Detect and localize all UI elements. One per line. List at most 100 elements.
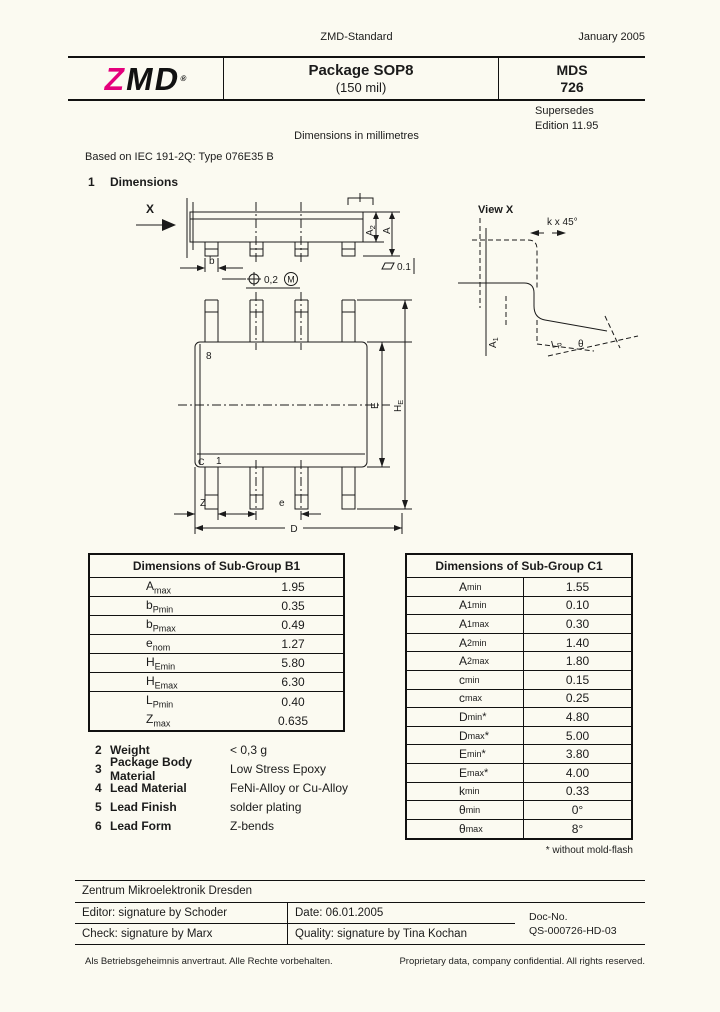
param-value: 1.40 (565, 635, 590, 650)
dim-b-label: b (209, 256, 215, 267)
view-x-title: View X (478, 204, 514, 216)
quality-field: Quality: signature by Tina Kochan (295, 928, 467, 940)
param-value: 0.49 (281, 618, 305, 632)
section-title: Dimensions (110, 175, 179, 189)
edition-line: Edition 11.95 (535, 120, 599, 132)
issue-date: January 2005 (578, 31, 645, 43)
param-value: 0.30 (565, 616, 590, 631)
approval-footer: Zentrum Mikroelektronik Dresden Editor: … (75, 880, 645, 945)
date-field: Date: 06.01.2005 (288, 903, 515, 924)
dim-a2-label: A2 (365, 225, 377, 236)
doc-number: 726 (560, 78, 584, 95)
standard-label: ZMD-Standard (320, 31, 393, 43)
doc-no-block: Doc-No. QS-000726-HD-03 (515, 903, 645, 944)
lead-bend-profile (458, 282, 608, 332)
bottom-lead-4 (341, 467, 356, 510)
top-lead-4 (341, 299, 356, 342)
dim-d-label: D (290, 524, 297, 535)
zmd-logo: ZMD® (102, 60, 189, 97)
param-value: 0.40 (281, 694, 305, 709)
pin1-marker: 1 (216, 456, 222, 467)
view-direction-label: X (146, 202, 154, 216)
company-name: Zentrum Mikroelektronik Dresden (75, 881, 645, 903)
header-table: ZMD® Package SOP8 (150 mil) MDS 726 (68, 56, 645, 101)
table-c1-title: Dimensions of Sub-Group C1 (407, 555, 631, 578)
param-value: 0.25 (565, 691, 590, 706)
top-view-drawing: 8 C 1 E HE (174, 292, 412, 535)
param-value: 8° (571, 822, 584, 837)
registered-mark: ® (179, 73, 187, 83)
param-label: HEmin (146, 654, 176, 672)
side-view-drawing: X A2 A 0.1 (136, 193, 415, 289)
dim-e-body-label: E (370, 402, 381, 409)
dim-lp-label: LP (550, 338, 563, 352)
param-label: HEmax (146, 673, 178, 691)
param-value: 0.35 (281, 599, 305, 613)
section-heading: 1 Dimensions (88, 175, 178, 189)
package-body-side (189, 211, 364, 243)
dim-z-label: Z (200, 498, 206, 509)
logo-md: MD (123, 60, 184, 97)
top-lead-1 (204, 299, 219, 342)
based-on-note: Based on IEC 191-2Q: Type 076E35 B (85, 151, 274, 163)
param-label: bPmin (146, 597, 174, 615)
check-field: Check: signature by Marx (82, 928, 213, 940)
param-value: 1.55 (565, 579, 590, 594)
param-value: 5.80 (281, 656, 305, 670)
table-row: bPmin 0.35 (90, 597, 343, 616)
lead-1 (204, 242, 219, 257)
units-note: Dimensions in millimetres (294, 130, 419, 142)
param-value: 5.00 (565, 728, 590, 743)
pin8-marker: 8 (206, 351, 212, 362)
param-value: 4.00 (565, 765, 590, 780)
legal-notice-english: Proprietary data, company confidential. … (399, 956, 645, 967)
param-value: 0.33 (565, 784, 590, 799)
dim-a1-label: A1 (488, 337, 500, 348)
dim-he-label: HE (393, 400, 405, 412)
legal-notice-german: Als Betriebsgeheimnis anvertraut. Alle R… (85, 956, 333, 967)
table-row: LPmin 0.40 (90, 692, 343, 711)
param-label: Zmax (146, 712, 171, 729)
section-number: 1 (88, 175, 95, 189)
index-c-marker: C (198, 457, 205, 467)
dim-e-pitch-label: e (279, 498, 285, 509)
param-value: 0.10 (565, 598, 590, 613)
doc-type: MDS (556, 61, 588, 78)
table-b1-title: Dimensions of Sub-Group B1 (90, 555, 343, 578)
mmc-symbol-icon (284, 272, 298, 286)
param-label: LPmin (146, 693, 174, 710)
lead-4 (341, 242, 356, 257)
package-dimensions-drawing: X A2 A 0.1 (136, 193, 639, 535)
